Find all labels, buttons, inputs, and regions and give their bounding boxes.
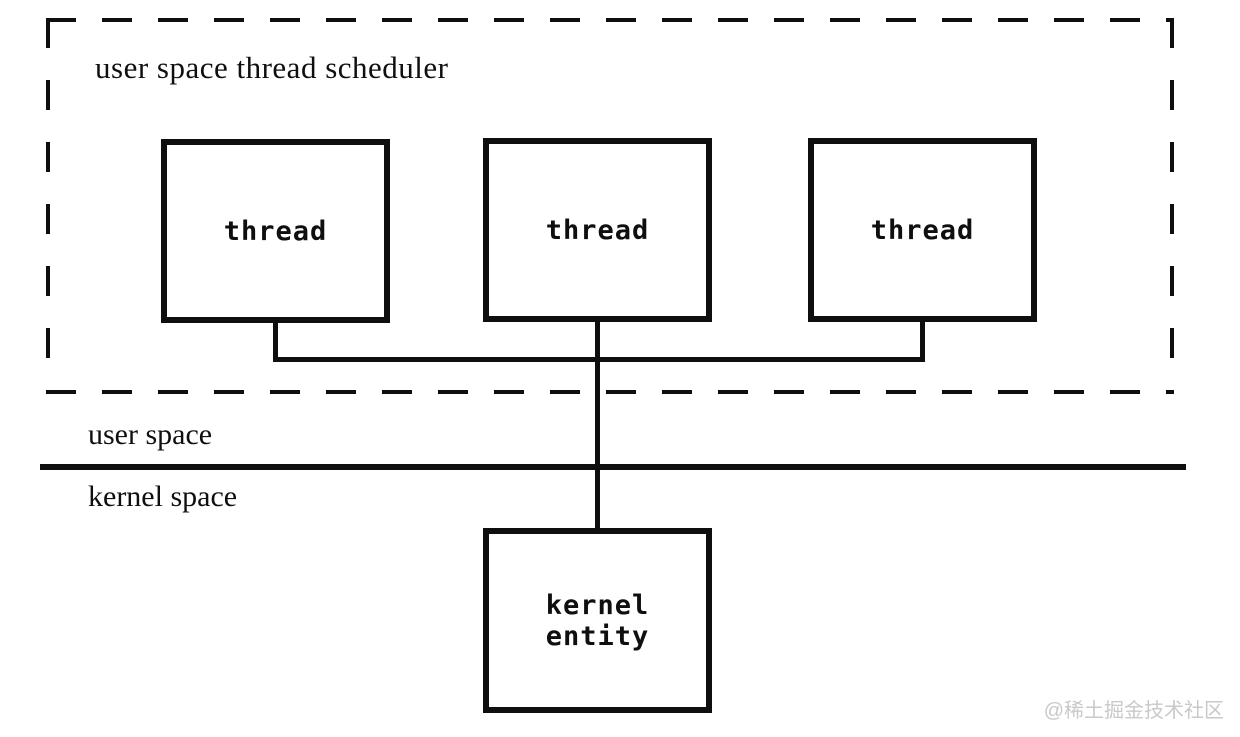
scheduler-title: user space thread scheduler <box>95 50 449 85</box>
scheduler-boundary-right-edge <box>1170 18 1174 394</box>
scheduler-boundary-top-edge <box>46 18 1174 22</box>
scheduler-boundary <box>46 18 1174 394</box>
user-kernel-separator-line <box>40 464 1186 470</box>
thread-box-1: thread <box>161 139 390 323</box>
connector-right-thread <box>920 320 925 362</box>
scheduler-boundary-left-edge <box>46 18 50 394</box>
thread-box-2-label: thread <box>545 214 650 246</box>
user-space-label: user space <box>88 418 213 451</box>
connector-left-thread <box>273 320 278 362</box>
scheduler-boundary-bottom-edge <box>46 390 1174 394</box>
thread-box-1-label: thread <box>223 215 328 247</box>
thread-box-3: thread <box>808 138 1037 322</box>
thread-box-3-label: thread <box>870 214 975 246</box>
watermark-text: @稀土掘金技术社区 <box>1043 700 1224 722</box>
thread-box-2: thread <box>483 138 712 322</box>
kernel-space-label: kernel space <box>88 480 238 513</box>
kernel-entity-box: kernel entity <box>483 528 712 713</box>
connector-center-to-kernel-entity <box>595 320 600 530</box>
kernel-entity-label: kernel entity <box>545 589 650 652</box>
